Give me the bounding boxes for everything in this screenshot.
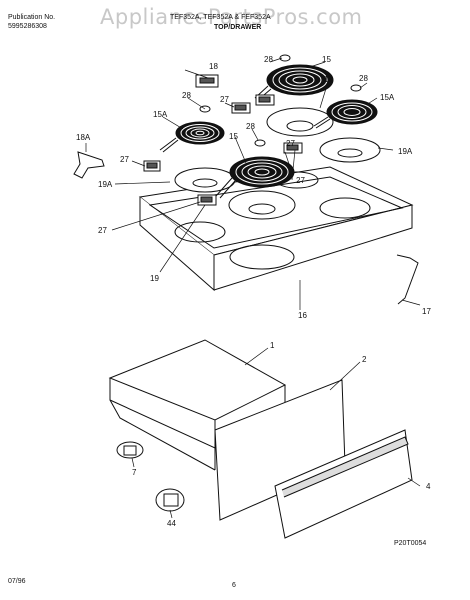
- callout-27-lower: 27: [296, 176, 305, 185]
- leader-lines: [85, 57, 421, 519]
- drip-pan-front: [228, 190, 296, 220]
- spacer-ring-center: [254, 139, 266, 147]
- callout-15A-left: 15A: [153, 110, 168, 119]
- callout-27-left: 27: [120, 155, 129, 164]
- section-title: TOP/DRAWER: [214, 24, 262, 31]
- spacer-ring-left: [199, 105, 211, 113]
- receptacle-block-top: [195, 74, 219, 88]
- footer-date: 07/96: [8, 578, 26, 585]
- callout-1: 1: [270, 341, 275, 350]
- watermark: AppliancePartsPros.com: [100, 5, 363, 29]
- drip-pan-back: [266, 107, 334, 137]
- model-list: TEF352A, TEF352A & FEF352A: [170, 14, 271, 21]
- callout-labels: 18 28 27 15A 18A 28 15 19 28 15A 19A 15 …: [76, 55, 431, 528]
- receptacle-block-right: [283, 142, 303, 154]
- callout-16: 16: [298, 311, 307, 320]
- drawer-handle-panel: [274, 429, 413, 539]
- leveling-leg: [155, 488, 185, 512]
- receptacle-block-upper: [231, 102, 251, 114]
- callout-7: 7: [132, 468, 137, 477]
- callout-17: 17: [422, 307, 431, 316]
- callout-19-top: 19: [324, 75, 333, 84]
- spacer-ring-top: [279, 54, 291, 62]
- spacer-ring-right: [350, 84, 362, 92]
- coil-element-left: [159, 121, 225, 153]
- callout-15-top: 15: [322, 55, 331, 64]
- page-number: 6: [232, 582, 236, 589]
- callout-18: 18: [209, 62, 218, 71]
- callout-19-front: 19: [150, 274, 159, 283]
- receptacle-block-mid: [255, 94, 275, 106]
- callout-28-left: 28: [182, 91, 191, 100]
- drip-pan-right: [319, 137, 381, 163]
- callout-44: 44: [167, 519, 176, 528]
- mounting-bracket: [73, 151, 105, 179]
- callout-4: 4: [426, 482, 431, 491]
- callout-28-right: 28: [359, 74, 368, 83]
- callout-18A: 18A: [76, 133, 91, 142]
- callout-28-top: 28: [264, 55, 273, 64]
- callout-27-right: 27: [286, 139, 295, 148]
- publication-number: 5995286308: [8, 23, 47, 30]
- callout-28-center: 28: [246, 122, 255, 131]
- publication-label: Publication No.: [8, 14, 56, 21]
- figure-code: P20T0054: [394, 540, 427, 547]
- callout-19A-right: 19A: [398, 147, 413, 156]
- receptacle-block-front-left: [197, 194, 217, 206]
- callout-2: 2: [362, 355, 367, 364]
- coil-element-right: [313, 99, 378, 129]
- coil-element-back: [254, 64, 334, 101]
- callout-27-upper: 27: [220, 95, 229, 104]
- drawer-glide: [116, 441, 144, 459]
- coil-element-front: [215, 156, 295, 199]
- callout-15-center: 15: [229, 132, 238, 141]
- callout-15A-right: 15A: [380, 93, 395, 102]
- callout-19A-left: 19A: [98, 180, 113, 189]
- callout-27-front: 27: [98, 226, 107, 235]
- drip-pan-left: [174, 167, 236, 193]
- support-rod: [396, 254, 419, 305]
- receptacle-block-left: [143, 160, 161, 172]
